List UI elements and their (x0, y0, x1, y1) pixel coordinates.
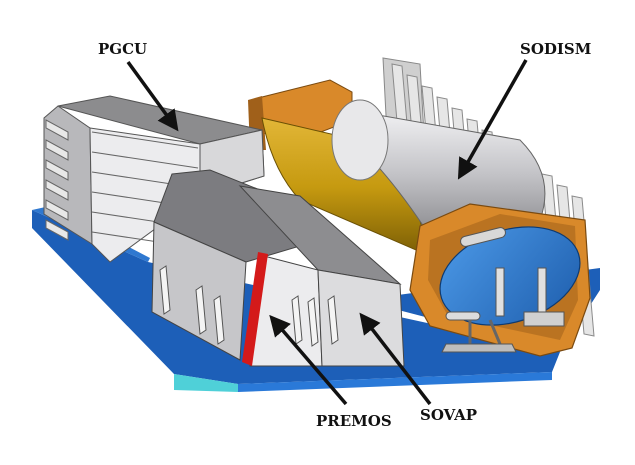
connector-spike (213, 295, 225, 345)
pgcu-arrow (126, 60, 179, 132)
pgcu-drawer (45, 139, 69, 161)
premos-sovap-block (151, 169, 405, 367)
pgcu-drawer (45, 119, 69, 141)
connector-spike (159, 265, 171, 315)
pgcu-layer-line (91, 131, 199, 149)
connector-spike (195, 285, 207, 335)
sovap-label: SOVAP (420, 406, 477, 424)
pgcu-label: PGCU (98, 40, 147, 58)
connector-spike (307, 297, 319, 347)
pgcu-drawer (45, 219, 69, 241)
pgcu-drawer (45, 159, 69, 181)
sodism-arrow (457, 59, 528, 180)
pgcu-layer-line (91, 151, 199, 169)
premos-arrow (269, 314, 348, 406)
sodism-label: SODISM (520, 40, 591, 58)
sodism-instrument (248, 79, 591, 357)
pgcu-drawer (45, 199, 69, 221)
connector-spike (327, 295, 339, 345)
pgcu-drawer (45, 179, 69, 201)
label-arrows (126, 59, 528, 406)
sovap-arrow (359, 312, 432, 406)
connector-spike (291, 295, 303, 345)
premos-label: PREMOS (316, 412, 392, 430)
